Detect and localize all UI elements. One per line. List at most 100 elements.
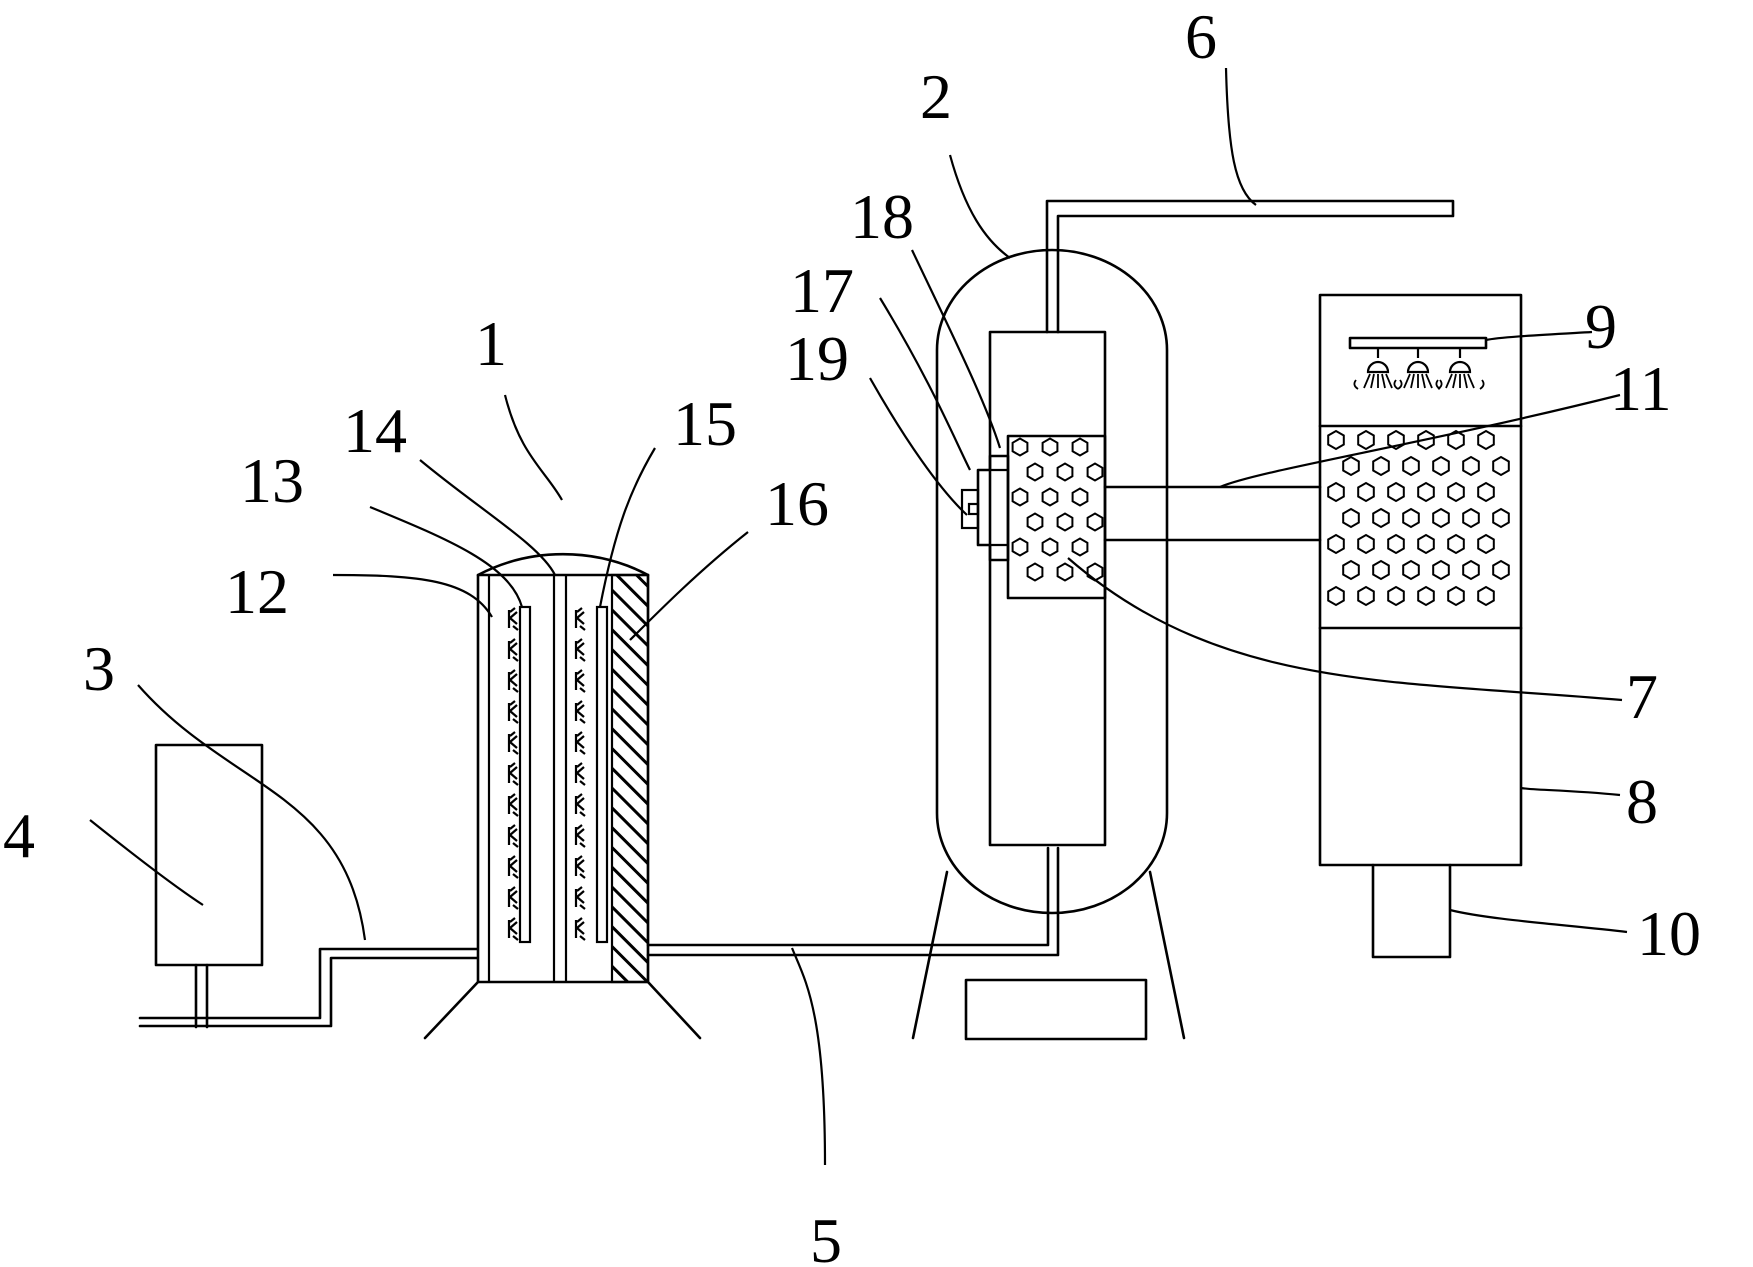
hexagon xyxy=(1372,455,1390,477)
hexagon xyxy=(1026,562,1044,582)
microbe-glyph xyxy=(574,638,586,662)
hexagon xyxy=(1462,507,1480,529)
microbe-glyph xyxy=(574,607,586,631)
callout-4: 4 xyxy=(3,800,35,871)
hexagon xyxy=(1462,455,1480,477)
microbe-growth-left xyxy=(507,607,519,941)
hexagon xyxy=(1357,481,1375,503)
hexagon xyxy=(1417,533,1435,555)
leader-4 xyxy=(89,819,204,906)
hexagon xyxy=(1492,507,1510,529)
callout-8: 8 xyxy=(1626,766,1658,837)
hexagon xyxy=(1492,559,1510,581)
microbe-glyph xyxy=(507,917,519,941)
hexagon xyxy=(1086,512,1104,532)
hexagon xyxy=(1447,585,1465,607)
callout-17: 17 xyxy=(790,255,854,326)
leader-16 xyxy=(629,531,749,641)
callout-5: 5 xyxy=(810,1205,842,1267)
hexagon xyxy=(1417,585,1435,607)
callout-3: 3 xyxy=(83,633,115,704)
microbe-glyph xyxy=(574,917,586,941)
spray-line xyxy=(1425,373,1433,389)
leader-15 xyxy=(598,447,656,608)
callout-2: 2 xyxy=(920,61,952,132)
inlet-pipe-3 xyxy=(138,947,479,1028)
nozzle-head xyxy=(1448,360,1472,374)
hexagon xyxy=(1011,487,1029,507)
connecting-pipe-5 xyxy=(646,846,1060,957)
hexagon xyxy=(1071,537,1089,557)
hexagon xyxy=(1327,533,1345,555)
leader-1 xyxy=(503,394,563,501)
hexagon xyxy=(1432,559,1450,581)
callout-15: 15 xyxy=(673,388,737,459)
leader-8 xyxy=(1520,786,1621,797)
leader-9 xyxy=(1485,330,1593,342)
hexagon xyxy=(1402,455,1420,477)
hexagon xyxy=(1417,481,1435,503)
hexagon xyxy=(1011,437,1029,457)
hexagon xyxy=(1417,429,1435,451)
spray-arc xyxy=(1353,379,1403,390)
callout-labels: 1 2 3 4 5 6 7 8 9 10 11 12 13 14 15 16 1… xyxy=(3,1,1701,1267)
microbe-glyph xyxy=(574,793,586,817)
hexagon xyxy=(1026,512,1044,532)
spray-header-9 xyxy=(1348,336,1488,390)
spray-nozzles xyxy=(1353,348,1485,390)
callout-6: 6 xyxy=(1185,1,1217,72)
microbe-glyph xyxy=(507,886,519,910)
hexagon xyxy=(1041,537,1059,557)
spray-line xyxy=(1381,373,1386,389)
leader-5 xyxy=(790,947,827,1166)
callout-16: 16 xyxy=(765,468,829,539)
scrubber-tower-8 xyxy=(1318,293,1523,867)
hexagon xyxy=(1071,437,1089,457)
leader-11 xyxy=(1219,393,1621,489)
leader-12 xyxy=(332,573,493,618)
hexagon xyxy=(1387,481,1405,503)
reactor-column-1 xyxy=(423,553,702,1040)
hexagon xyxy=(1357,533,1375,555)
hexagon xyxy=(1477,585,1495,607)
hexagon xyxy=(1056,512,1074,532)
hexagon xyxy=(1402,507,1420,529)
hexagon xyxy=(1372,559,1390,581)
filter-media-hexagons xyxy=(1011,437,1104,582)
microbe-glyph xyxy=(574,886,586,910)
drain-10 xyxy=(1371,863,1452,959)
leader-3 xyxy=(137,684,367,941)
nozzle-head xyxy=(1406,360,1430,374)
microbe-glyph xyxy=(507,638,519,662)
spray-line xyxy=(1467,373,1475,389)
hexagon xyxy=(1477,533,1495,555)
hexagon xyxy=(1011,537,1029,557)
microbe-glyph xyxy=(507,762,519,786)
microbe-glyph xyxy=(574,731,586,755)
hexagon xyxy=(1056,562,1074,582)
box-component-4 xyxy=(154,743,264,1029)
callout-18: 18 xyxy=(850,181,914,252)
microbe-glyph xyxy=(574,669,586,693)
spray-line xyxy=(1370,373,1375,389)
hexagon xyxy=(1432,455,1450,477)
microbe-glyph xyxy=(574,824,586,848)
microbe-glyph xyxy=(507,607,519,631)
outlet-pipe-6 xyxy=(1045,199,1455,334)
leader-19 xyxy=(869,377,968,516)
hexagon xyxy=(1086,462,1104,482)
spray-line xyxy=(1403,373,1411,389)
callout-9: 9 xyxy=(1585,291,1617,362)
microbe-glyph xyxy=(574,700,586,724)
callout-12: 12 xyxy=(225,556,289,627)
callout-13: 13 xyxy=(240,445,304,516)
hexagon xyxy=(1327,481,1345,503)
hexagon xyxy=(1342,507,1360,529)
hexagon xyxy=(1372,507,1390,529)
hexagon xyxy=(1327,429,1345,451)
callout-10: 10 xyxy=(1637,898,1701,969)
leader-14 xyxy=(419,459,556,576)
microbe-glyph xyxy=(507,669,519,693)
leader-10 xyxy=(1449,908,1628,934)
